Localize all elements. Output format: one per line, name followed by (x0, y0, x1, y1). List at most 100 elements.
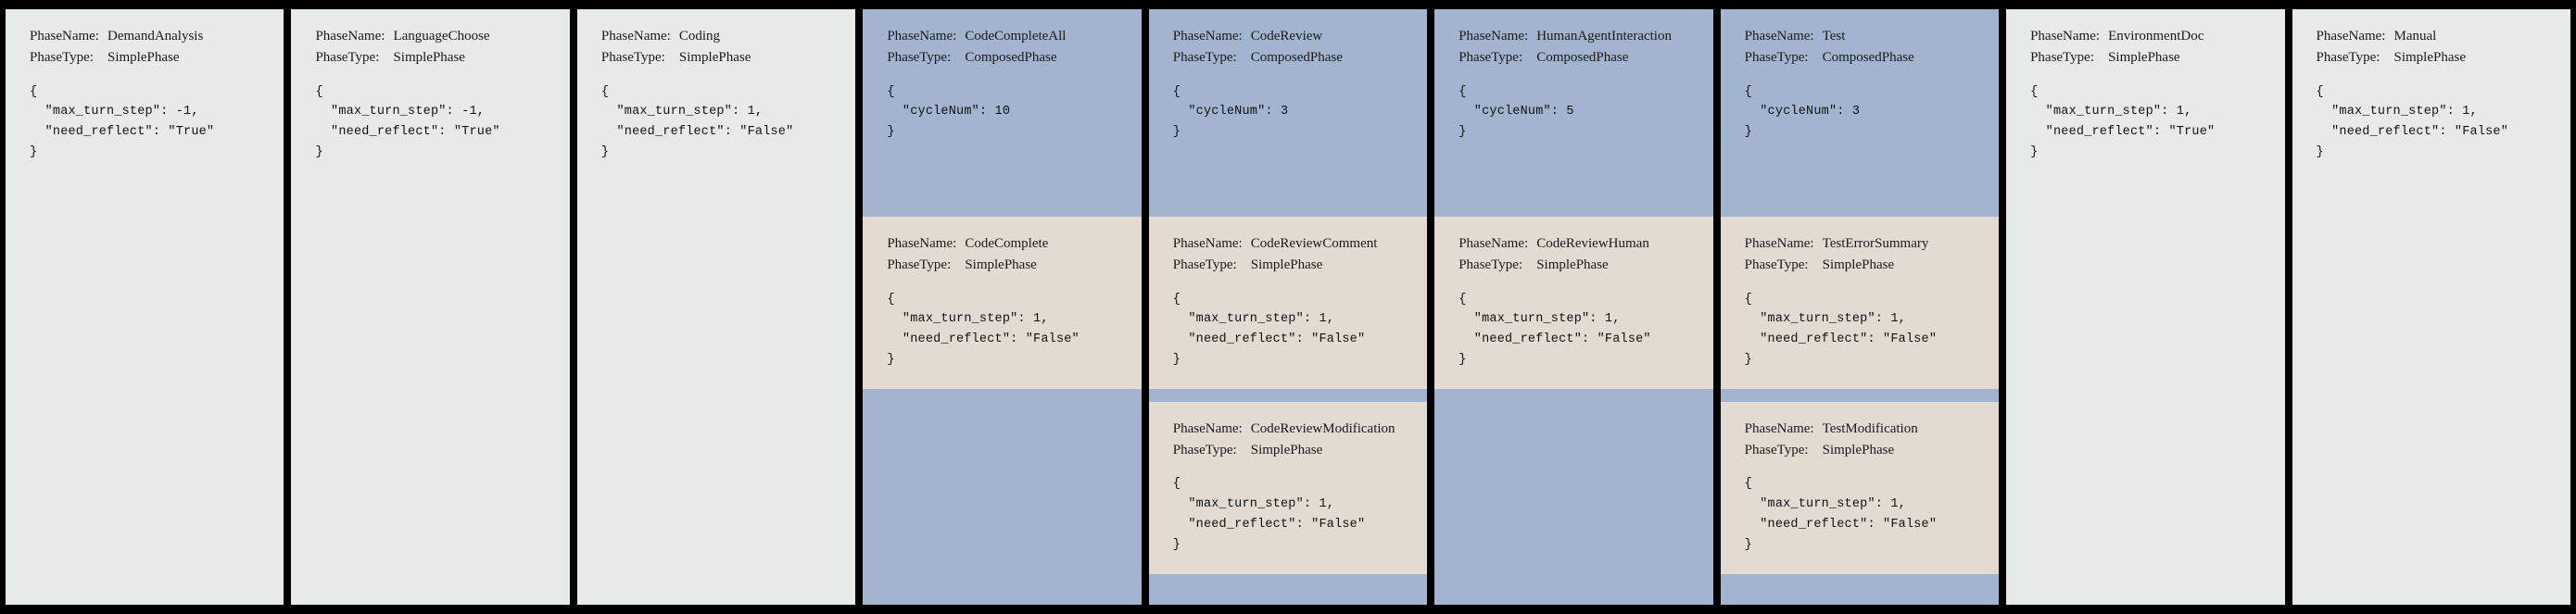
subphase-type-row: PhaseType: SimplePhase (1173, 440, 1403, 461)
phase-name-value: CodeCompleteAll (965, 29, 1067, 44)
subphase-type-row: PhaseType:SimplePhase (1745, 440, 1975, 461)
phase-name-value: Coding (678, 29, 721, 44)
subphase-name-row: PhaseName:CodeReviewComment (1173, 233, 1403, 255)
phase-type-value: SimplePhase (107, 50, 180, 66)
phase-config-json: { "max_turn_step": -1, "need_reflect": "… (30, 84, 215, 160)
subphase-name-label: PhaseName: (887, 236, 957, 251)
subphase-name-row: PhaseName: TestErrorSummary (1745, 233, 1975, 255)
subphase-type-value: SimplePhase (1536, 257, 1609, 273)
phase-type-row: PhaseType: SimplePhase (601, 47, 831, 69)
subphase-type-value: SimplePhase (965, 257, 1037, 273)
subphase-type-value: SimplePhase (1822, 257, 1895, 273)
phase-type-value: ComposedPhase (965, 50, 1057, 66)
subphase-config-json: { "max_turn_step": 1, "need_reflect": "F… (1744, 292, 1938, 368)
subphase-type-value: SimplePhase (1250, 443, 1323, 458)
phase-name-label: PhaseName: (2316, 29, 2386, 44)
subphase-name-row: PhaseName: CodeReviewModification (1173, 419, 1403, 440)
subphase-type-row: PhaseType: SimplePhase (1458, 255, 1688, 276)
phase-type-label: PhaseType: (600, 50, 665, 66)
phase-type-label: PhaseType: (1458, 50, 1523, 66)
subphase-type-label: PhaseType: (1458, 257, 1523, 273)
subphase-name-label: PhaseName: (1172, 236, 1243, 251)
subphase-config-json: { "max_turn_step": 1, "need_reflect": "F… (1458, 292, 1651, 368)
phase-type-row: PhaseType: ComposedPhase (1458, 47, 1688, 69)
subphase-type-label: PhaseType: (1744, 257, 1809, 273)
phase-name-label: PhaseName: (315, 29, 385, 44)
phase-name-row: PhaseName:Manual (2317, 26, 2546, 47)
subphase-config-json: { "max_turn_step": 1, "need_reflect": "F… (887, 292, 1080, 368)
phase-type-value: SimplePhase (678, 50, 751, 66)
subphase-name-value: CodeReviewModification (1250, 420, 1395, 436)
phase-config-json: { "max_turn_step": -1, "need_reflect": "… (315, 84, 500, 160)
phase-name-value: LanguageChoose (393, 29, 490, 44)
phase-type-row: PhaseType: SimplePhase (2030, 47, 2260, 69)
phase-name-row: PhaseName: LanguageChoose (315, 26, 545, 47)
phase-name-row: PhaseName: DemandAnalysis (30, 26, 259, 47)
subphase-name-label: PhaseName: (1744, 236, 1814, 251)
phase-type-label: PhaseType: (1744, 50, 1809, 66)
phase-name-row: PhaseName: Test (1745, 26, 1975, 47)
phase-config-json: { "cycleNum": 5 } (1458, 84, 1574, 140)
phase-config-json: { "max_turn_step": 1, "need_reflect": "T… (2030, 84, 2216, 160)
phase-name-value: Test (1822, 29, 1846, 44)
phase-type-label: PhaseType: (887, 50, 952, 66)
subphase-name-row: PhaseName:TestModification (1745, 419, 1975, 440)
composed-phase-filler (1721, 587, 1999, 605)
phase-name-label: PhaseName: (1172, 29, 1243, 44)
phase-type-value: SimplePhase (2108, 50, 2180, 66)
subphase-type-value: SimplePhase (1822, 443, 1895, 458)
subphase-name-value: CodeReviewHuman (1536, 236, 1649, 251)
phase-type-value: ComposedPhase (1536, 50, 1629, 66)
subphase-type-label: PhaseType: (1172, 443, 1237, 458)
phase-type-row: PhaseType: ComposedPhase (1745, 47, 1975, 69)
subphase-name-label: PhaseName: (1744, 420, 1814, 436)
subphase-type-label: PhaseType: (1172, 257, 1237, 273)
phase-name-label: PhaseName: (1458, 29, 1529, 44)
phase-name-value: DemandAnalysis (107, 29, 204, 44)
phase-name-row: PhaseName:EnvironmentDoc (2030, 26, 2260, 47)
subphase-type-row: PhaseType: SimplePhase (887, 255, 1117, 276)
subphase-name-label: PhaseName: (1172, 420, 1243, 436)
subphase-type-label: PhaseType: (887, 257, 952, 273)
phase-name-label: PhaseName: (2030, 29, 2101, 44)
phase-config-json: { "cycleNum": 3 } (1744, 84, 1861, 140)
phase-type-value: ComposedPhase (1822, 50, 1914, 66)
subphase-name-value: TestErrorSummary (1822, 236, 1929, 251)
composed-phase-filler (863, 402, 1141, 605)
phase-name-label: PhaseName: (30, 29, 99, 44)
subphase-config-json: { "max_turn_step": 1, "need_reflect": "F… (1172, 292, 1366, 368)
subphase-type-row: PhaseType:SimplePhase (1173, 255, 1403, 276)
composed-phase-filler (1149, 587, 1427, 605)
phase-name-label: PhaseName: (600, 29, 671, 44)
phase-name-row: PhaseName:CodeReview (1173, 26, 1403, 47)
phase-name-label: PhaseName: (1744, 29, 1814, 44)
phase-type-label: PhaseType: (2030, 50, 2094, 66)
phase-name-row: PhaseName: Coding (601, 26, 831, 47)
subphase-config-json: { "max_turn_step": 1, "need_reflect": "F… (1172, 477, 1366, 553)
subphase-name-row: PhaseName:CodeComplete (887, 233, 1117, 255)
phase-type-label: PhaseType: (2316, 50, 2380, 66)
